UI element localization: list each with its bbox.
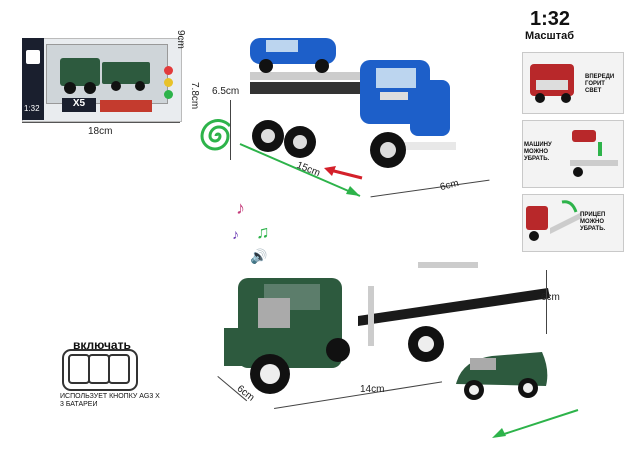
- blue-truck-length-arrow-icon: [239, 143, 361, 197]
- brand-shield-icon: [26, 50, 40, 64]
- feature-red-truck-icon: [530, 64, 574, 103]
- feature-car-text: МАШИНУ МОЖНО УБРАТЬ.: [524, 142, 552, 162]
- blue-truck-height-line: [230, 100, 231, 160]
- green-truck-height-label: 6cm: [541, 292, 560, 303]
- green-truck-length-arrow-icon: [492, 409, 579, 438]
- green-race-car-image: [456, 352, 548, 400]
- battery-note: ИСПОЛЬЗУЕТ КНОПКУ AG3 X 3 БАТАРЕИ: [60, 393, 160, 408]
- boxed-truck-icon: [60, 58, 150, 94]
- scale-value: 1:32: [530, 8, 571, 30]
- feature-trailer-icon: [526, 206, 582, 241]
- blue-truck-height-label: 6.5cm: [212, 86, 240, 97]
- music-note-red-icon: ♪: [236, 198, 245, 218]
- battery-cell-icon: [88, 354, 110, 384]
- battery-cell-icon: [108, 354, 130, 384]
- speaker-icon: 🔊: [250, 248, 268, 264]
- box-height-label: 9cm: [175, 30, 186, 49]
- red-arrow-icon: [324, 166, 363, 180]
- box-logo: X5: [62, 98, 96, 112]
- curved-arrow-icon: [561, 200, 578, 213]
- scale-label: Масштаб: [525, 30, 575, 42]
- green-truck-height-line: [546, 270, 547, 334]
- blue-truck-image: [250, 38, 456, 168]
- blue-truck-width-line: [370, 179, 490, 198]
- battery-cell-icon: [68, 354, 90, 384]
- box-width-line: [22, 122, 180, 123]
- green-truck-image: [224, 262, 550, 394]
- green-swirl-icon: [200, 119, 232, 151]
- feature-lights-text: ВПЕРЕДИ ГОРИТ СВЕТ: [585, 74, 615, 94]
- green-truck-length-label: 14cm: [360, 384, 385, 395]
- box-scale-text: 1:32: [24, 104, 40, 113]
- feature-trailer-text: ПРИЦЕП МОЖНО УБРАТЬ.: [580, 212, 606, 232]
- music-note-purple-icon: ♪: [232, 226, 239, 242]
- box-label-strip: [100, 100, 152, 112]
- box-button-yellow-icon: [164, 78, 173, 87]
- box-width-label: 18cm: [88, 126, 113, 137]
- battery-title: включать: [73, 338, 131, 352]
- feature-car-ramp-icon: [570, 130, 618, 177]
- box-depth-label: 7.8cm: [189, 82, 200, 110]
- box-button-red-icon: [164, 66, 173, 75]
- box-button-green-icon: [164, 90, 173, 99]
- music-note-green-icon: ♫: [256, 222, 270, 242]
